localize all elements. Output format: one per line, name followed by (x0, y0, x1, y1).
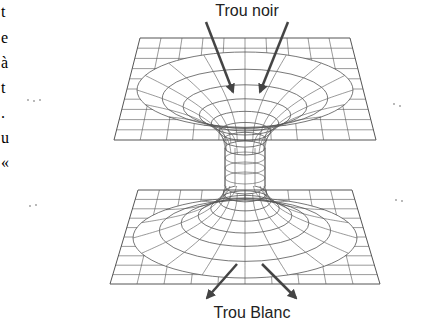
funnel-meridian (245, 52, 246, 141)
funnel-meridian (137, 90, 225, 148)
text-fragment: « (1, 154, 9, 172)
funnel-meridian (263, 189, 348, 253)
text-fragment: t (1, 3, 5, 21)
pointer-arrow (262, 264, 296, 298)
throat-ring (225, 172, 265, 184)
funnel-meridian (259, 192, 324, 267)
funnel-meridian (259, 117, 321, 153)
funnel-meridian (166, 180, 231, 209)
speck (35, 204, 37, 206)
pointer-arrow (207, 264, 237, 298)
black-hole-sheet (114, 38, 376, 155)
top-plane (114, 38, 376, 140)
hole-label: Trou Blanc (212, 304, 293, 322)
funnel-meridian (133, 186, 225, 238)
speck (401, 200, 403, 202)
speck (33, 100, 35, 102)
speck (39, 99, 41, 101)
funnel-meridian (204, 55, 238, 142)
text-fragment: t (1, 79, 5, 97)
pointer-arrow (260, 22, 288, 92)
text-fragment: u (1, 129, 9, 147)
speck (29, 205, 31, 207)
funnel-meridian (259, 63, 321, 143)
funnel-meridian (145, 105, 226, 151)
funnel-meridian (204, 125, 238, 154)
funnel-meridian (253, 125, 287, 154)
speck (399, 105, 401, 107)
funnel-meridian (245, 194, 246, 278)
funnel-meridian (265, 186, 357, 238)
speck (395, 199, 397, 201)
funnel-meridian (142, 183, 227, 223)
hole-label: Trou noir (213, 2, 280, 20)
funnel-meridian (259, 180, 324, 209)
funnel-meridian (263, 183, 348, 223)
funnel-meridian (169, 117, 231, 153)
white-hole-sheet (110, 178, 380, 284)
speck (393, 103, 395, 105)
speck (27, 99, 29, 101)
text-fragment: e (1, 29, 8, 47)
funnel-meridian (265, 90, 353, 148)
funnel-meridian (169, 63, 231, 143)
funnel-meridian (145, 75, 226, 145)
pointer-arrow (206, 22, 233, 92)
text-fragment: . (1, 104, 5, 122)
funnel-meridian (142, 189, 227, 253)
bottom-plane (110, 190, 380, 284)
funnel-meridian (166, 192, 231, 267)
funnel-meridian (263, 75, 344, 145)
funnel-meridian (253, 193, 288, 275)
text-fragment: à (1, 54, 8, 72)
